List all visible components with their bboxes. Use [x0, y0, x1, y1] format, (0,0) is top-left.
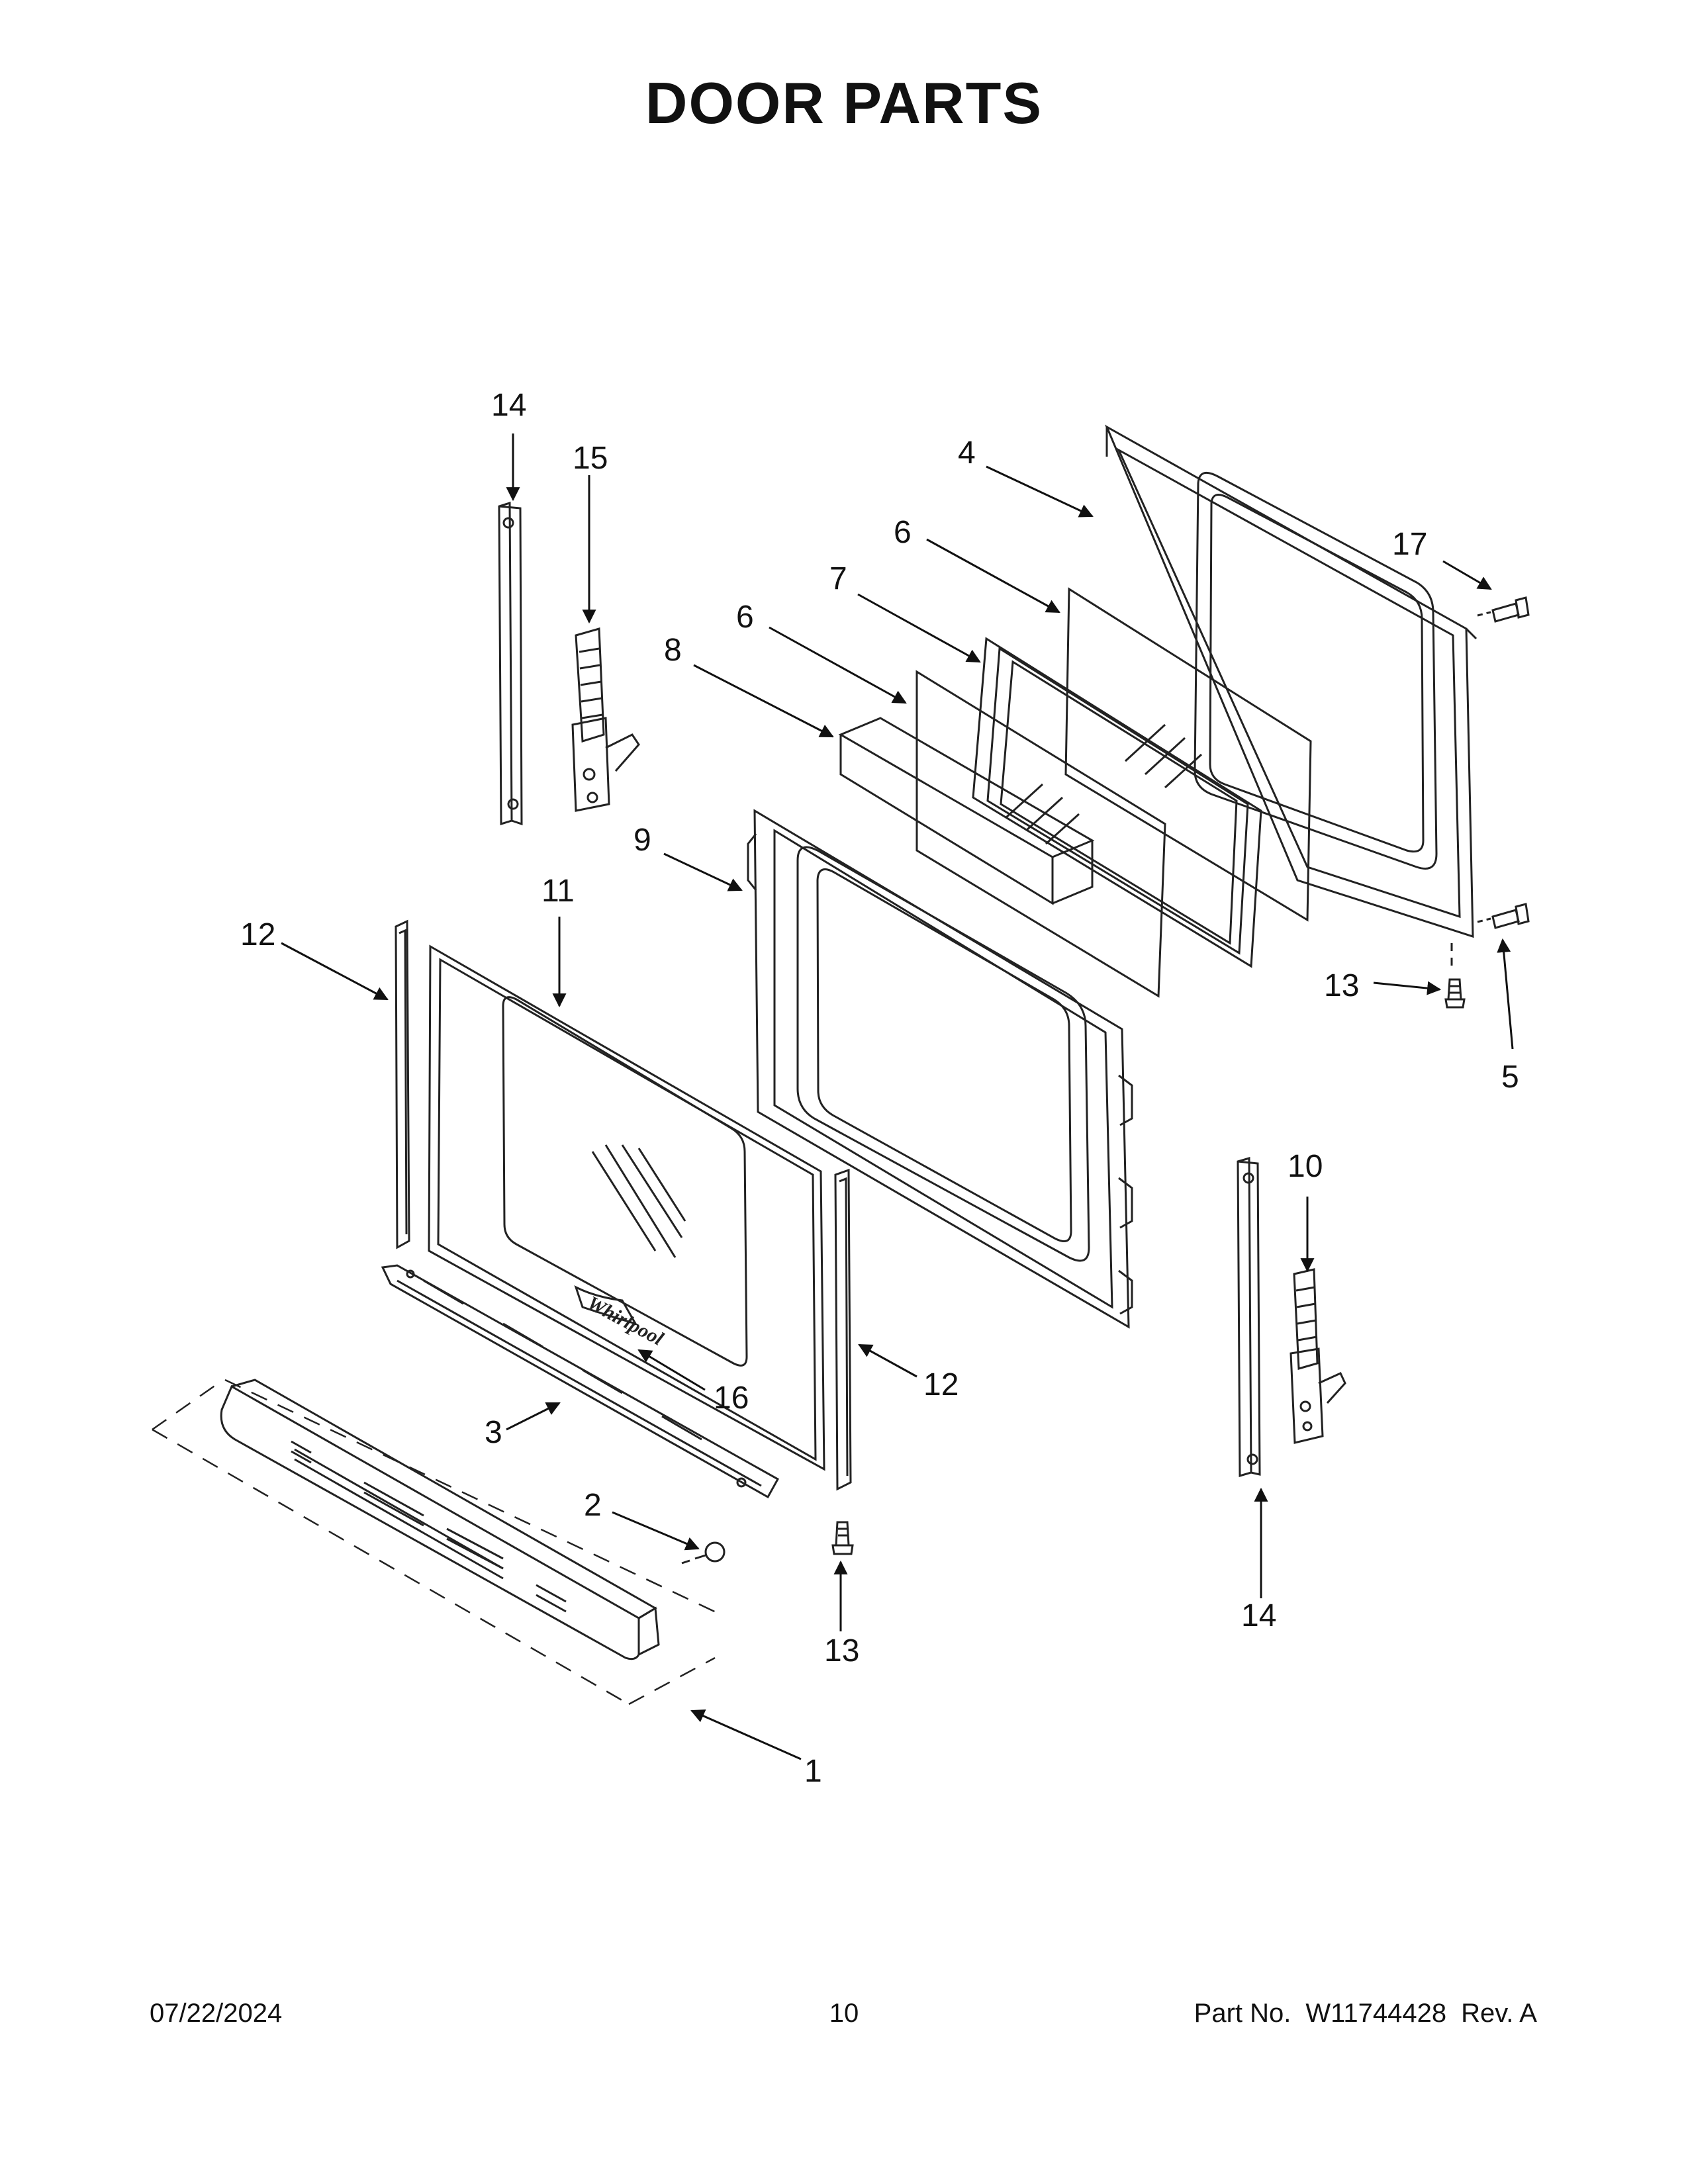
- screw-part-2: [681, 1541, 726, 1565]
- door-handle: [152, 1379, 722, 1706]
- callout-4: 4: [958, 435, 976, 471]
- callout-15: 15: [573, 441, 608, 476]
- callout-5: 5: [1501, 1060, 1519, 1095]
- callout-6-lower: 6: [736, 600, 754, 635]
- glass-pack-frame: [972, 637, 1262, 968]
- door-vent-channel: [381, 1264, 780, 1499]
- callout-14-upper: 14: [491, 388, 526, 423]
- glass-pane-rear: [1064, 587, 1312, 922]
- hinge-receiver-left: [498, 501, 523, 826]
- callout-9: 9: [633, 823, 651, 858]
- outer-door-glass: [428, 944, 825, 1471]
- part-number: W11744428: [1305, 1999, 1447, 2028]
- page-title: DOOR PARTS: [645, 70, 1043, 136]
- callout-6-upper: 6: [894, 515, 912, 550]
- revision: Rev. A: [1461, 1999, 1537, 2028]
- inner-door-panel: [1104, 424, 1477, 938]
- callout-10: 10: [1288, 1149, 1323, 1184]
- screw-part-5: [1477, 903, 1530, 929]
- part-label: Part No.: [1194, 1999, 1291, 2028]
- footer-page-number: 10: [829, 1999, 859, 2028]
- callout-16: 16: [714, 1381, 749, 1416]
- callout-12-right: 12: [923, 1367, 959, 1402]
- side-trim-right: [834, 1168, 852, 1491]
- screw-part-13-lower: [831, 1521, 854, 1555]
- callout-14-lower: 14: [1241, 1598, 1276, 1633]
- callout-8: 8: [664, 633, 682, 668]
- callout-2: 2: [584, 1488, 602, 1523]
- insulation-block: [838, 717, 1095, 905]
- hinge-receiver-right: [1237, 1156, 1261, 1478]
- callout-17: 17: [1392, 527, 1427, 562]
- screw-part-17: [1477, 596, 1530, 623]
- callout-13-lower: 13: [824, 1633, 859, 1668]
- callout-12-left: 12: [240, 917, 275, 952]
- callout-labels: 1 2 3 4 5 6 6 7 8 9 10 11 12 12 13 13 14…: [240, 388, 1519, 1789]
- hinge-upper: [571, 627, 640, 812]
- footer-part-info: Part No. W11744428 Rev. A: [1180, 1999, 1537, 2028]
- door-frame: [747, 809, 1133, 1329]
- side-trim-left: [395, 919, 410, 1250]
- screw-part-13-upper: [1444, 943, 1466, 1009]
- hinge-lower: [1289, 1268, 1346, 1444]
- callout-7: 7: [829, 561, 847, 596]
- footer-date: 07/22/2024: [150, 1999, 283, 2028]
- callout-13-upper: 13: [1324, 968, 1359, 1003]
- leader-lines: [281, 433, 1514, 1760]
- callout-3: 3: [485, 1415, 502, 1450]
- callout-1: 1: [804, 1754, 822, 1789]
- callout-11: 11: [541, 874, 575, 909]
